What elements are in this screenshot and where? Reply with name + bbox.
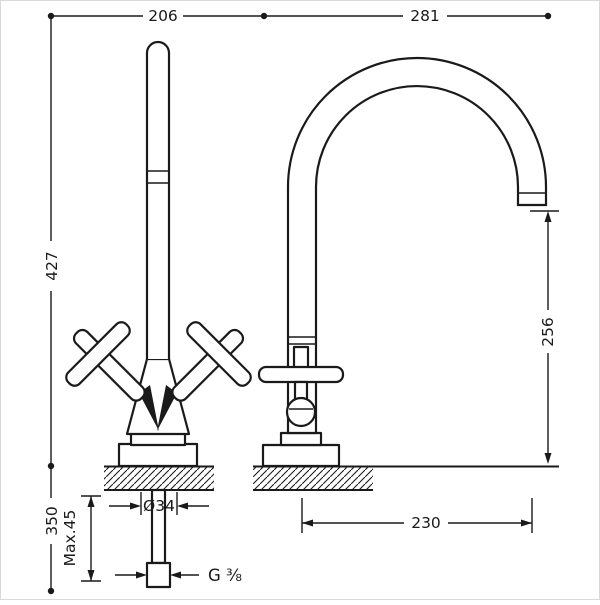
dim-label-width-front: 206	[148, 7, 178, 25]
dimension-diameter: Ø34	[109, 492, 209, 515]
arrow-left-icon	[170, 571, 181, 579]
dimension-thread: G ⅜	[115, 566, 242, 585]
arrow-right-icon	[136, 571, 147, 579]
countertop-hatch-front	[104, 467, 214, 490]
dim-label-total-height: 427	[43, 251, 61, 281]
dimension-427: 427	[43, 16, 61, 470]
base-plate-side	[261, 443, 341, 468]
dim-dot	[47, 587, 55, 595]
dim-label-diameter: Ø34	[143, 497, 175, 515]
dim-dot	[47, 462, 55, 470]
arrow-right-icon	[521, 519, 532, 527]
dimension-max45: Max.45	[61, 495, 101, 582]
side-cross-handle	[257, 345, 345, 428]
arrow-left-icon	[177, 502, 188, 510]
arrow-down-icon	[87, 570, 95, 581]
arrow-down-icon	[544, 453, 552, 464]
dim-label-lower-height: 350	[43, 506, 61, 536]
dimensions-layer: 206 281 427 350	[43, 7, 559, 595]
dim-dot	[544, 12, 552, 20]
dim-label-thread: G ⅜	[208, 566, 242, 585]
arrow-right-icon	[130, 502, 141, 510]
dimension-350: 350	[43, 468, 61, 595]
side-view	[253, 56, 559, 491]
thread-nipple	[145, 561, 172, 589]
spout-column	[145, 40, 171, 359]
handle-knob	[285, 396, 317, 428]
dim-label-max-thickness: Max.45	[61, 510, 79, 567]
arrow-up-icon	[87, 496, 95, 507]
body-shadow-right	[157, 385, 177, 431]
front-view	[65, 40, 252, 589]
dimension-206: 206	[47, 7, 268, 25]
dim-label-spout-height: 256	[539, 317, 557, 347]
arrow-left-icon	[302, 519, 313, 527]
base-ring-side	[279, 431, 323, 447]
gooseneck-spout	[286, 56, 548, 435]
dimension-256: 256	[530, 210, 559, 464]
arrow-up-icon	[544, 211, 552, 222]
left-cross-handle	[65, 321, 146, 402]
dimension-230: 230	[301, 498, 533, 533]
right-cross-handle	[171, 321, 252, 402]
dim-label-width-side: 281	[410, 7, 440, 25]
dimension-281: 281	[264, 7, 552, 25]
countertop-hatch-side	[253, 467, 373, 490]
dim-label-spout-reach: 230	[411, 514, 441, 532]
base-plate-front	[117, 442, 199, 468]
